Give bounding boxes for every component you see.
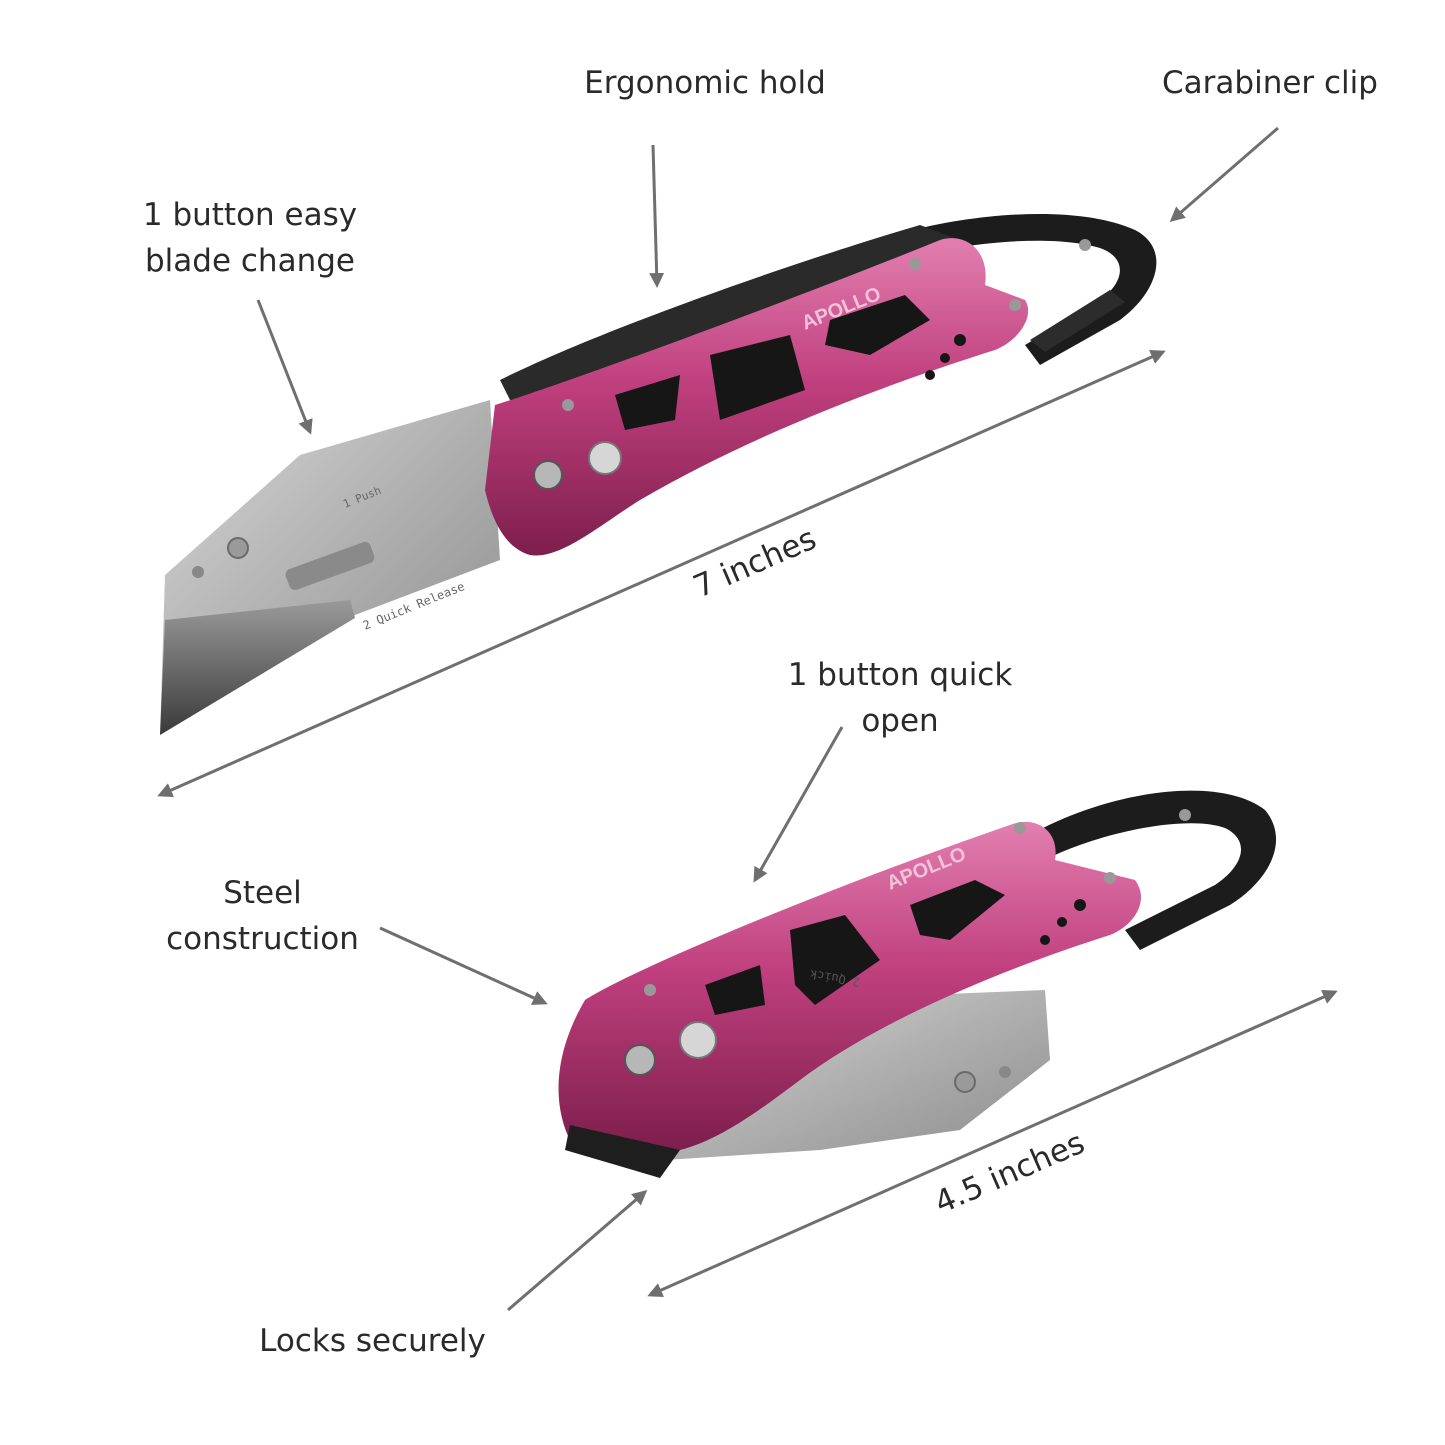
label-steel-line1: Steel: [223, 875, 302, 911]
blade-edge: [160, 600, 355, 735]
handle-cutout-3: [825, 295, 930, 355]
blade-screw: [192, 566, 204, 578]
carabiner-clip-closed: [1030, 790, 1277, 950]
vent-hole: [954, 334, 966, 346]
arrow-blade-change: [256, 299, 313, 435]
arrow-ergonomic-hold: [649, 144, 665, 288]
label-steel-line2: construction: [166, 921, 359, 957]
label-carabiner-clip: Carabiner clip: [1145, 60, 1395, 106]
blade-screw: [999, 1066, 1011, 1078]
label-ergonomic-hold: Ergonomic hold: [560, 60, 850, 106]
arrow-quick-open: [753, 726, 844, 883]
closed-knife: APOLLO 2 Quick: [558, 790, 1277, 1178]
dimension-line-closed: [647, 989, 1338, 1298]
carabiner-gate: [1030, 290, 1125, 352]
label-steel-construction: Steel construction: [145, 870, 380, 962]
dimension-line-open: [157, 349, 1166, 798]
label-quick-open-line2: open: [861, 703, 939, 739]
arrow-locks-securely: [507, 1190, 648, 1312]
label-blade-change: 1 button easy blade change: [110, 192, 390, 284]
blade-rivet: [227, 537, 249, 559]
vent-hole: [1074, 899, 1086, 911]
blade-change-button: [533, 460, 563, 490]
quick-open-button: [588, 441, 622, 475]
handle-screw: [644, 984, 656, 996]
blade-rivet: [954, 1071, 976, 1093]
vent-hole: [925, 370, 935, 380]
handle-cutout-2: [790, 915, 880, 1005]
blade-change-button: [624, 1044, 656, 1076]
label-quick-open: 1 button quick open: [765, 652, 1035, 744]
quick-open-button: [679, 1021, 717, 1059]
carabiner-screw: [1179, 809, 1191, 821]
vent-hole: [1040, 935, 1050, 945]
vent-hole: [940, 353, 950, 363]
label-blade-change-line1: 1 button easy: [142, 197, 358, 233]
handle-screw: [1014, 822, 1026, 834]
carabiner-clip-open: [905, 213, 1157, 365]
handle-cutout-3: [910, 880, 1005, 940]
label-blade-change-line2: blade change: [145, 243, 355, 279]
label-ergonomic-hold-text: Ergonomic hold: [584, 65, 826, 101]
label-carabiner-clip-text: Carabiner clip: [1162, 65, 1378, 101]
handle-screw: [909, 258, 921, 270]
label-locks-securely-text: Locks securely: [259, 1323, 486, 1359]
handle-screw: [1009, 299, 1021, 311]
carabiner-screw: [1079, 239, 1091, 251]
label-locks-securely: Locks securely: [245, 1318, 500, 1364]
arrow-steel-construction: [379, 926, 548, 1005]
label-quick-open-line1: 1 button quick: [787, 657, 1013, 693]
callout-arrows: [157, 126, 1338, 1312]
handle-screw: [562, 399, 574, 411]
arrow-carabiner-clip: [1169, 126, 1279, 222]
handle-screw: [1104, 872, 1116, 884]
vent-hole: [1057, 917, 1067, 927]
